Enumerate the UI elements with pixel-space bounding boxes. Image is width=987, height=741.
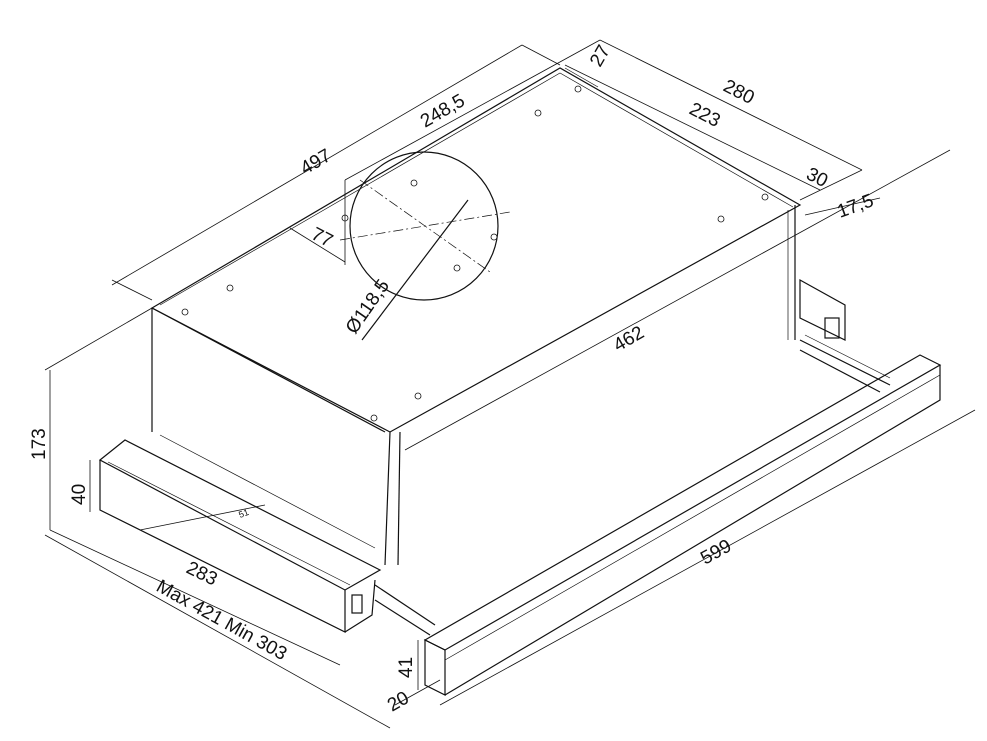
drawer [98, 434, 436, 636]
label-extension: Max 421 Min 303 [153, 576, 291, 665]
label-77: 77 [308, 224, 336, 252]
dimension-lines [44, 39, 976, 729]
label-51: 51 [237, 507, 250, 520]
label-283: 283 [183, 558, 221, 591]
label-17-5: 17,5 [835, 190, 877, 222]
front-bar [423, 354, 942, 696]
label-280: 280 [720, 76, 758, 109]
outlet-cutout [339, 151, 511, 341]
label-173: 173 [29, 428, 50, 460]
dimension-labels: 497 248,5 27 280 223 30 17,5 77 Ø118,5 4… [29, 42, 876, 717]
label-462: 462 [610, 322, 648, 356]
label-27: 27 [586, 42, 615, 71]
label-30: 30 [803, 164, 831, 192]
label-41: 41 [396, 657, 417, 678]
label-20: 20 [384, 688, 413, 717]
label-40: 40 [69, 484, 90, 505]
label-497: 497 [297, 145, 335, 179]
label-outlet-diameter: Ø118,5 [342, 276, 394, 338]
mounting-holes [181, 85, 769, 422]
hood-body [150, 67, 802, 566]
side-rail [799, 278, 891, 393]
